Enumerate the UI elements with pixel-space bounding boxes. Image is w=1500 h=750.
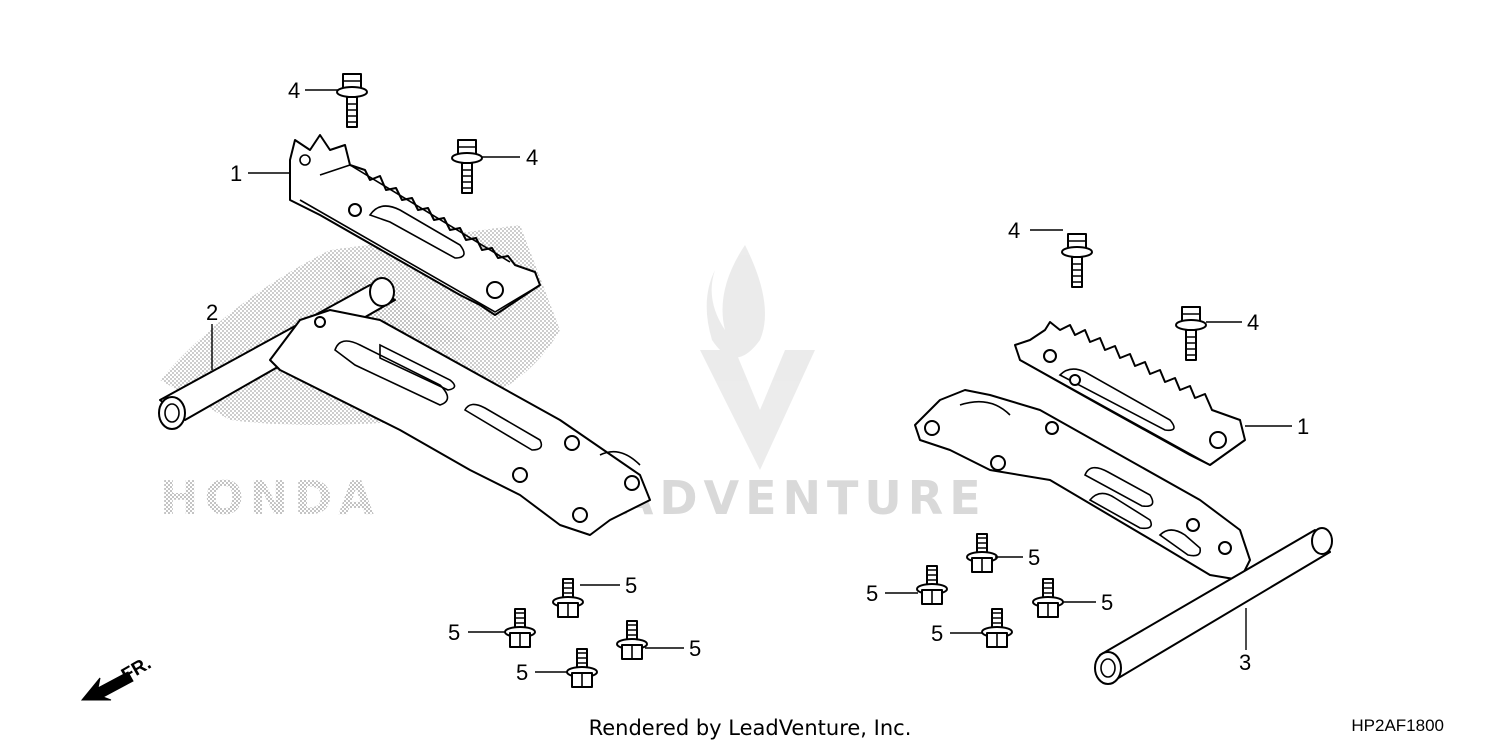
right-flange-bolt-4b bbox=[1175, 306, 1207, 361]
callout-4-right-b: 4 bbox=[1247, 310, 1259, 335]
right-flange-bolt-5d bbox=[981, 608, 1013, 648]
leader-lines bbox=[211, 89, 1292, 673]
left-flange-bolt-5a bbox=[552, 578, 584, 618]
right-footpeg-bar bbox=[1094, 527, 1333, 685]
left-flange-bolt-4a bbox=[336, 73, 368, 128]
callout-5-left-a: 5 bbox=[625, 573, 637, 598]
callout-5-right-a: 5 bbox=[1028, 545, 1040, 570]
callout-4-left-a: 4 bbox=[288, 78, 300, 103]
diagram-code: HP2AF1800 bbox=[1351, 716, 1444, 735]
leadventure-logo-icon bbox=[700, 245, 815, 470]
left-flange-bolt-5d bbox=[566, 648, 598, 688]
right-flange-bolt-5c bbox=[1032, 578, 1064, 618]
callout-1-right: 1 bbox=[1297, 414, 1309, 439]
honda-watermark-text: HONDA bbox=[160, 471, 380, 525]
left-flange-bolt-5b bbox=[504, 608, 536, 648]
callout-5-left-c: 5 bbox=[689, 636, 701, 661]
callout-2-left: 2 bbox=[206, 300, 218, 325]
callout-5-right-d: 5 bbox=[931, 621, 943, 646]
left-flange-bolt-5c bbox=[616, 620, 648, 660]
right-flange-bolt-5b bbox=[916, 565, 948, 605]
left-step-plate bbox=[289, 134, 541, 316]
callout-5-right-c: 5 bbox=[1101, 590, 1113, 615]
right-flange-bolt-5a bbox=[966, 533, 998, 573]
rendered-by-credit: Rendered by LeadVenture, Inc. bbox=[588, 716, 912, 740]
right-flange-bolt-4a bbox=[1061, 233, 1093, 288]
callout-5-left-b: 5 bbox=[448, 620, 460, 645]
callout-5-left-d: 5 bbox=[516, 660, 528, 685]
callout-1-left: 1 bbox=[230, 161, 242, 186]
left-footpeg-bracket bbox=[269, 309, 651, 536]
callout-5-right-b: 5 bbox=[866, 581, 878, 606]
left-flange-bolt-4b bbox=[451, 139, 483, 194]
front-direction-arrow-icon bbox=[80, 671, 134, 701]
callout-3-right: 3 bbox=[1239, 650, 1251, 675]
callout-4-left-b: 4 bbox=[526, 145, 538, 170]
right-step-plate bbox=[1014, 321, 1246, 466]
callout-4-right-a: 4 bbox=[1008, 218, 1020, 243]
